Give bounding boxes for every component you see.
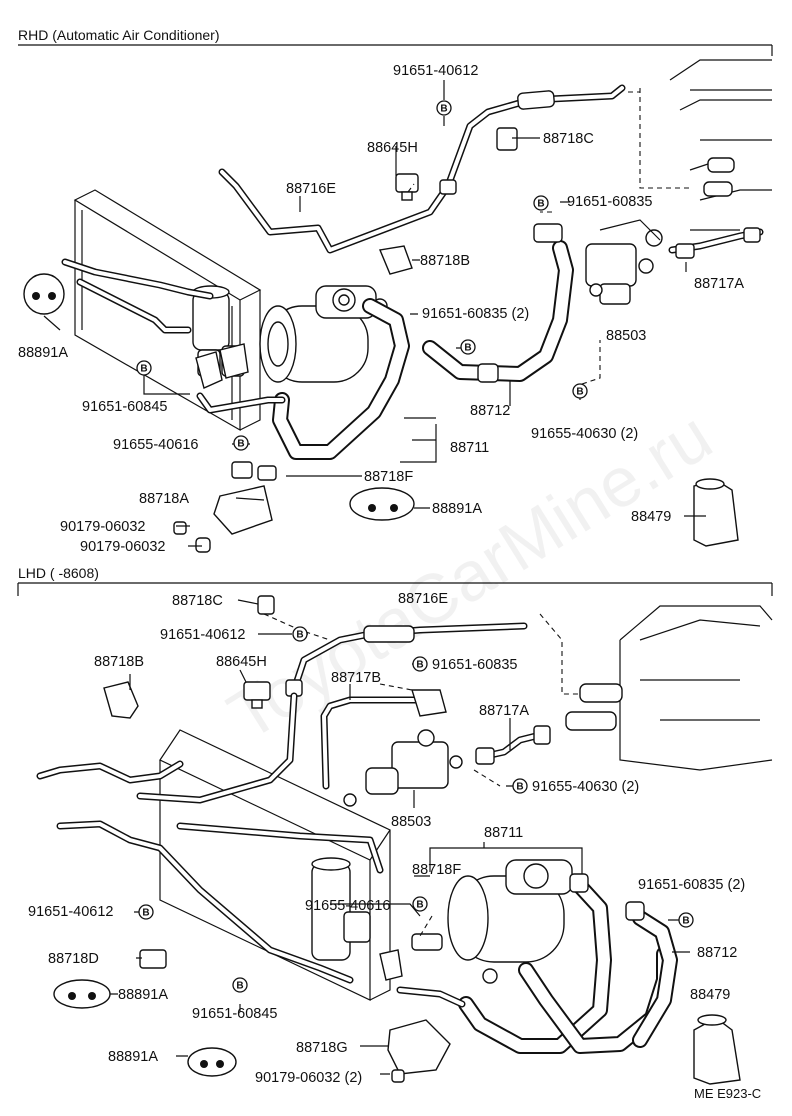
lhd-label-91655-40630: 91655-40630 (2) (532, 779, 639, 795)
lhd-label-88718C: 88718C (172, 593, 223, 609)
lhd-label-88891A-a: 88891A (118, 987, 168, 1003)
lhd-label-91651-60835-2: 91651-60835 (2) (638, 877, 745, 893)
lhd-label-88717A: 88717A (479, 703, 529, 719)
rhd-label-88711: 88711 (450, 440, 489, 456)
lhd-label-88891A-b: 88891A (108, 1049, 158, 1065)
lhd-label-88718G: 88718G (296, 1040, 348, 1056)
lhd-label-88645H: 88645H (216, 654, 267, 670)
lhd-small-parts (53, 595, 741, 1085)
lhd-engine-outline (539, 605, 773, 771)
rhd-label-88645H: 88645H (367, 140, 418, 156)
lhd-label-91651-60845: 91651-60845 (192, 1006, 277, 1022)
rhd-label-88718B: 88718B (420, 253, 470, 269)
rhd-label-91651-60835-2: 91651-60835 (2) (422, 306, 529, 322)
lhd-label-88712: 88712 (697, 945, 737, 961)
rhd-label-88479: 88479 (631, 509, 671, 525)
lhd-label-91651-40612-b: 91651-40612 (28, 904, 113, 920)
figure-code: ME E923-C (694, 1086, 761, 1101)
rhd-compressor (259, 285, 388, 383)
rhd-label-90179-06032-a: 90179-06032 (60, 519, 145, 535)
rhd-small-parts (23, 127, 739, 553)
lhd-label-91651-40612-a: 91651-40612 (160, 627, 245, 643)
lhd-expansion-valve (343, 729, 463, 807)
lhd-label-88479: 88479 (690, 987, 730, 1003)
rhd-label-91651-60845: 91651-60845 (82, 399, 167, 415)
lhd-section-title: LHD ( -8608) (18, 565, 99, 581)
rhd-label-88718C: 88718C (543, 131, 594, 147)
lhd-label-91655-40616: 91655-40616 (305, 898, 390, 914)
lhd-label-88718F: 88718F (412, 862, 461, 878)
lhd-receiver-drier (311, 857, 371, 961)
lhd-compressor (447, 859, 573, 984)
rhd-label-88712: 88712 (470, 403, 510, 419)
lhd-label-88718B: 88718B (94, 654, 144, 670)
rhd-section: RHD (Automatic Air Conditioner) (18, 27, 773, 555)
lhd-label-88716E: 88716E (398, 591, 448, 607)
rhd-label-88891A-right: 88891A (432, 501, 482, 517)
rhd-label-88718F: 88718F (364, 469, 413, 485)
lhd-label-88718D: 88718D (48, 951, 99, 967)
rhd-label-88717A: 88717A (694, 276, 744, 292)
rhd-label-88503: 88503 (606, 328, 646, 344)
rhd-label-88718A: 88718A (139, 491, 189, 507)
lhd-section: LHD ( -8608) (17, 565, 773, 1086)
rhd-label-91651-40612: 91651-40612 (393, 63, 478, 79)
rhd-label-90179-06032-b: 90179-06032 (80, 539, 165, 555)
lhd-label-88717B: 88717B (331, 670, 381, 686)
lhd-label-88711: 88711 (484, 825, 523, 841)
rhd-section-title: RHD (Automatic Air Conditioner) (18, 27, 220, 43)
lhd-label-88503: 88503 (391, 814, 431, 830)
rhd-label-88716E: 88716E (286, 181, 336, 197)
rhd-label-88891A-left: 88891A (18, 345, 68, 361)
rhd-engine-outline (639, 59, 772, 231)
rhd-label-91651-60835: 91651-60835 (567, 194, 652, 210)
rhd-label-91655-40630: 91655-40630 (2) (531, 426, 638, 442)
lhd-label-91651-60835: 91651-60835 (432, 657, 517, 673)
rhd-label-91655-40616: 91655-40616 (113, 437, 198, 453)
rhd-expansion-valve (585, 219, 663, 305)
lhd-label-90179-06032-2: 90179-06032 (2) (255, 1070, 362, 1086)
